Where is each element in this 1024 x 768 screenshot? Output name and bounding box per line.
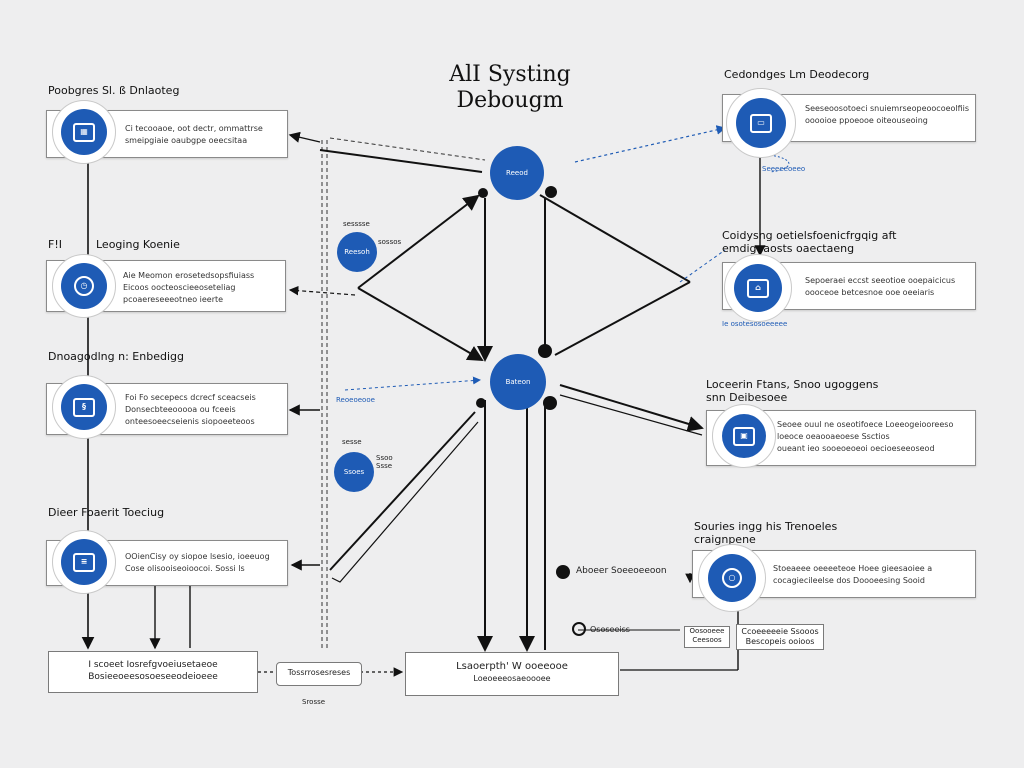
top-to-right2 <box>539 194 691 283</box>
left1-to-hub <box>319 149 483 173</box>
hub-top-port-right <box>545 186 557 198</box>
badge-right-2: ⌂ <box>724 254 792 322</box>
hub-top-port-left <box>478 188 488 198</box>
card-right-1-line2: ooooioe ppoeooe oiteouseoing <box>805 116 928 125</box>
hub-middle[interactable]: Bateon <box>490 354 546 410</box>
heading-left-4: Dieer Foaerit Toeciug <box>48 506 165 519</box>
dash-top <box>329 137 486 161</box>
small-to-middle <box>357 287 484 362</box>
card-right-3-line1: Seoee ouul ne oseotifoece Loeeogeioorees… <box>777 420 954 429</box>
card-right-3-line3: oueant ieo sooeoeoeoi oecioeseeoseod <box>777 444 935 453</box>
badge-right-3: ▣ <box>712 404 776 468</box>
card-left-3-line1: Foi Fo secepecs dcrecf sceacseis <box>125 393 256 402</box>
right-label-2: Ososeeiss <box>590 625 630 634</box>
box-right-bottom[interactable]: Ccoeeeeeie Ssooos Bescopeis ooioos <box>736 624 824 650</box>
left3-dash <box>344 376 481 391</box>
box-right-small[interactable]: Oosooeee Ceesoos <box>684 626 730 648</box>
small2-top-label: sesse <box>342 438 362 446</box>
mid-dash-label: Reoeoeooe <box>336 396 375 404</box>
card-right-2-line2: oooceoe betcesnoe ooe oeeiaris <box>805 288 935 297</box>
right-label2-ring <box>572 622 586 636</box>
card-right-3-line2: loeoce oeaooaeoese Ssctios <box>777 432 890 441</box>
badge-right-1: ▭ <box>726 88 796 158</box>
card-left-2-line2: Eicoos oocteoscieeoseteliag <box>123 283 236 292</box>
box-bottom-center[interactable]: Lsaoerpth' W ooeeooe Loeoeeeosaeoooee <box>405 652 619 696</box>
card-right-4-line1: Stoeaeee oeeeeteoe Hoee gieesaoiee a <box>773 564 933 573</box>
heading-left-3: Dnoagodlng n: Enbedigg <box>48 350 184 363</box>
badge-left-3: § <box>52 375 116 439</box>
right-label1-dot <box>556 565 570 579</box>
card-right-4-line2: cocagiecileelse dos Doooeesing Sooid <box>773 576 925 585</box>
monitor-icon: ▭ <box>750 113 772 133</box>
mid-to-right3-b <box>559 394 703 436</box>
diagram-title: AlI Systing Debougm <box>449 62 571 113</box>
small1-top-label: sesssse <box>343 220 370 228</box>
card-right-1-line1: Seeseoosotoeci snuiemrseopeoocoeolfiis <box>805 104 970 113</box>
card-left-3-line3: onteesoeecseienis siopoeeteoos <box>125 417 255 426</box>
card-left-2-line3: pcoaereseeeotneo ieerte <box>123 295 224 304</box>
heading-right-2: Coidysng oetielsfoenicfrgqig aft emdigea… <box>722 229 897 255</box>
hub-small-2[interactable]: Ssoes <box>334 452 374 492</box>
top-to-right1-dash <box>574 125 727 163</box>
hub-middle-port-top <box>538 344 552 358</box>
right-label-1: Aboeer Soeeoeeoon <box>576 566 667 576</box>
hub-middle-port-left <box>476 398 486 408</box>
badge-left-2: ◷ <box>52 254 116 318</box>
box-bottom-left[interactable]: I scoeet Iosrefgvoeiusetaeoe Bosieeoeeso… <box>48 651 258 693</box>
hub-small-1[interactable]: Reesoh <box>337 232 377 272</box>
box-bottom-small[interactable]: Tossrrosesreses <box>276 662 362 686</box>
lock-icon: ⌂ <box>747 278 769 298</box>
small2-right-label: Ssoo Ssse <box>376 454 393 470</box>
heading-right-3: Loceerin Ftans, Snoo ugoggens snn Deibes… <box>706 378 879 404</box>
mid-to-left4 <box>329 411 476 571</box>
card-left-1-line2: smeipgiaie oaubgpe oeecsitaa <box>125 136 248 145</box>
small1-right-label: sossos <box>378 238 402 246</box>
clock-icon: ◷ <box>74 276 94 296</box>
card-left-4-line1: OOienCisy oy siopoe lsesio, ioeeuog <box>125 552 270 561</box>
badge-left-4: ≡ <box>52 530 116 594</box>
database-icon: ≡ <box>73 552 95 572</box>
card-left-3-line2: Donsecbteeooooa ou fceeis <box>125 405 236 414</box>
right2-dash <box>679 249 726 283</box>
shield-icon: § <box>73 397 95 417</box>
mid-to-right3 <box>559 384 704 432</box>
mid-to-right2 <box>554 281 691 356</box>
box-bottom-small-caption: Srosse <box>302 698 326 706</box>
right1-note: Seeeeeoeeo <box>762 165 806 173</box>
card-left-4-line2: Cose olisooiseoioocoi. Sossi ls <box>125 564 245 573</box>
heading-right-1: Cedondges Lm Deodecorg <box>724 68 870 81</box>
search-icon: ○ <box>722 568 742 588</box>
right2-note: Ie osotesosoeeeee <box>722 320 788 328</box>
left1-arrow-back <box>288 131 321 143</box>
small-to-top <box>357 194 480 289</box>
heading-right-4: Souries ingg his Trenoeles craignpene <box>694 520 838 546</box>
heading-left-2a: F!I <box>48 238 62 251</box>
card-left-1-line1: Ci tecooaoe, oot dectr, ommattrse <box>125 124 263 133</box>
card-right-2-line1: Sepoeraei eccst seeotioe ooepaicicus <box>805 276 956 285</box>
left2-arrow <box>288 285 356 296</box>
heading-left-2b: Leoging Koenie <box>96 238 180 251</box>
badge-right-4: ○ <box>698 544 766 612</box>
server-icon: ▦ <box>73 122 95 142</box>
card-left-2-line1: Aie Meomon erosetedsopsfiuiass <box>123 271 255 280</box>
hub-top[interactable]: Reeod <box>490 146 544 200</box>
badge-left-1: ▦ <box>52 100 116 164</box>
hub-middle-port-right <box>543 396 557 410</box>
mid-to-left4-b <box>331 421 479 583</box>
toolbox-icon: ▣ <box>733 426 755 446</box>
heading-left-1: Poobgres Sl. ß Dnlaoteg <box>48 84 180 97</box>
